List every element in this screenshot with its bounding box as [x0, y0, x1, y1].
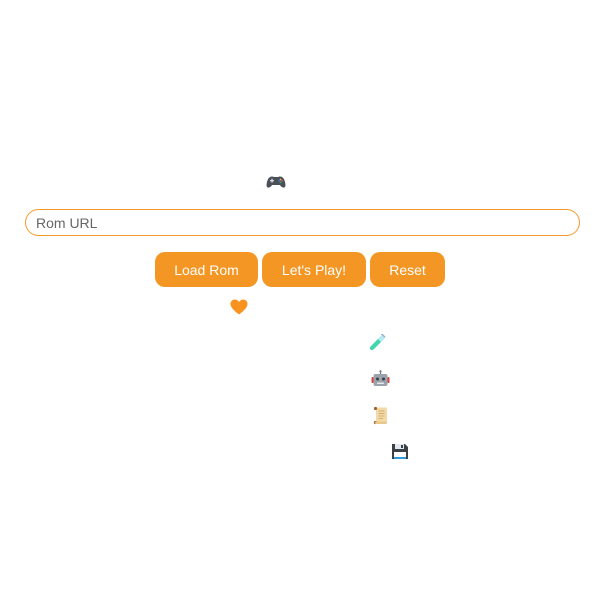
orange-heart-icon [229, 298, 249, 316]
gamepad-icon [266, 174, 286, 190]
load-rom-button[interactable]: Load Rom [155, 252, 258, 287]
robot-icon [370, 370, 390, 388]
scroll-icon [371, 405, 389, 425]
reset-button[interactable]: Reset [370, 252, 445, 287]
test-tube-icon [367, 334, 387, 352]
rom-url-input[interactable] [25, 209, 580, 236]
lets-play-button[interactable]: Let's Play! [262, 252, 366, 287]
floppy-disk-icon [390, 442, 409, 460]
